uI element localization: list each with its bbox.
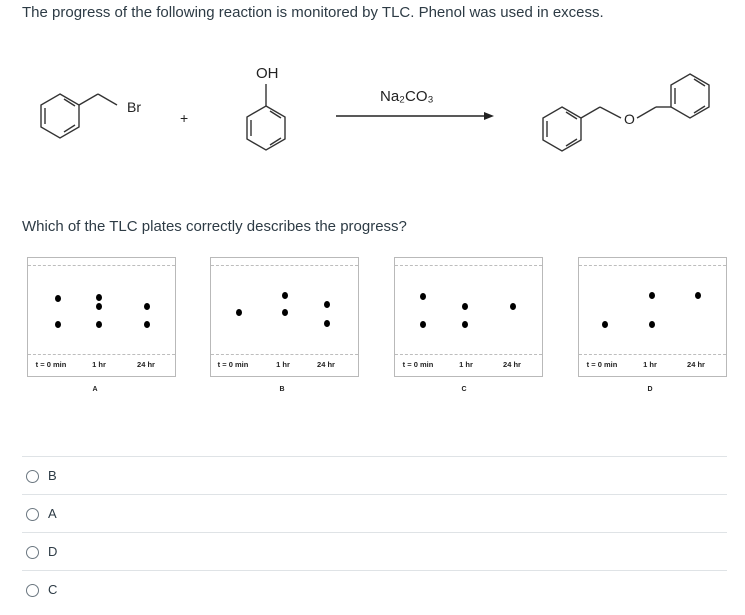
reaction-arrow [336, 112, 494, 120]
phenol-structure [246, 84, 286, 151]
spot [649, 292, 655, 299]
plate-letter-b: B [279, 386, 285, 393]
radio-button[interactable] [26, 470, 39, 483]
spot [96, 294, 102, 301]
lane-label: 24 hr [503, 360, 521, 369]
tlc-plate-a: t = 0 min 1 hr 24 hr [27, 257, 176, 377]
lane-label: 24 hr [317, 360, 335, 369]
plus-sign: + [180, 110, 188, 126]
spot [695, 292, 701, 299]
spot [55, 321, 61, 328]
choice-row-d[interactable]: D [22, 532, 727, 570]
radio-button[interactable] [26, 546, 39, 559]
spot [649, 321, 655, 328]
ether-oxygen-label: O [624, 111, 635, 127]
spot [324, 320, 330, 327]
lane-label: t = 0 min [586, 360, 618, 369]
lane-label: 24 hr [137, 360, 155, 369]
spot [510, 303, 516, 310]
bromine-label: Br [127, 99, 141, 115]
choice-label[interactable]: C [48, 582, 58, 597]
tlc-plate-d: t = 0 min 1 hr 24 hr [578, 257, 727, 377]
lane-label: t = 0 min [35, 360, 67, 369]
plate-letter-c: C [461, 386, 467, 393]
lane-label: 1 hr [92, 360, 106, 369]
spot [420, 321, 426, 328]
question-text: The progress of the following reaction i… [22, 4, 604, 21]
hydroxyl-label: OH [256, 65, 279, 82]
spot [96, 321, 102, 328]
lane-label: t = 0 min [402, 360, 434, 369]
spot [55, 295, 61, 302]
spot [282, 309, 288, 316]
lane-label: t = 0 min [217, 360, 249, 369]
spot [462, 303, 468, 310]
choice-row-c[interactable]: C [22, 570, 727, 608]
spot [96, 303, 102, 310]
tlc-plate-b: t = 0 min 1 hr 24 hr [210, 257, 359, 377]
reaction-scheme: Br + OH Na₂CO₃ O [40, 65, 710, 152]
tlc-plate-c: t = 0 min 1 hr 24 hr [394, 257, 543, 377]
lane-label: 1 hr [643, 360, 657, 369]
plate-letter-d: D [647, 386, 653, 393]
spot [144, 303, 150, 310]
lane-label: 1 hr [459, 360, 473, 369]
choice-label[interactable]: A [48, 506, 57, 521]
benzyl-bromide-structure [40, 93, 118, 139]
lane-label: 24 hr [687, 360, 705, 369]
spot [324, 301, 330, 308]
choice-label[interactable]: B [48, 468, 57, 483]
choice-row-b[interactable]: B [22, 456, 727, 494]
product-structure [542, 73, 710, 152]
choice-label[interactable]: D [48, 544, 58, 559]
spot [602, 321, 608, 328]
radio-button[interactable] [26, 584, 39, 597]
radio-button[interactable] [26, 508, 39, 521]
conditions-label: Na₂CO₃ [380, 88, 434, 105]
lane-label: 1 hr [276, 360, 290, 369]
choice-row-a[interactable]: A [22, 494, 727, 532]
spot [282, 292, 288, 299]
spot [236, 309, 242, 316]
sub-question-text: Which of the TLC plates correctly descri… [22, 218, 407, 235]
spot [144, 321, 150, 328]
spot [420, 293, 426, 300]
spot [462, 321, 468, 328]
plate-letter-a: A [92, 386, 98, 393]
